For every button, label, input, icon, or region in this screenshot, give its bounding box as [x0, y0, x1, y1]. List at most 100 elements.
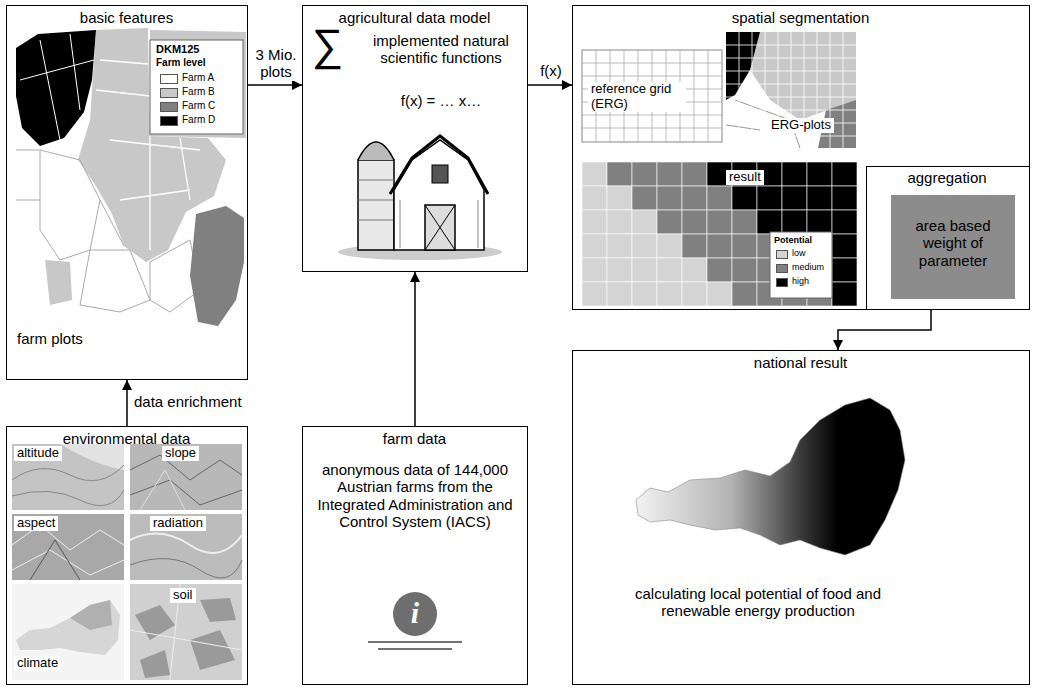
result-map: [657, 186, 682, 210]
flow-arrow: [528, 84, 572, 86]
result-map: [632, 258, 657, 282]
result-map: [582, 162, 857, 306]
result-map: [757, 186, 782, 210]
farm-plot-map: [190, 206, 244, 326]
result-map: [582, 186, 607, 210]
environment-tiles: [12, 444, 124, 510]
barn-illustration: [394, 140, 484, 250]
environment-tiles: [12, 584, 124, 680]
tile-label: slope: [162, 446, 199, 461]
box-body: area based weight of parameter: [903, 217, 1003, 269]
result-map: [707, 210, 732, 234]
result-map: [707, 234, 732, 258]
result-map: [632, 186, 657, 210]
result-map: [832, 258, 857, 282]
environment-tiles: [130, 455, 242, 505]
environment-tiles: [16, 600, 120, 655]
legend-swatch: [160, 88, 178, 98]
result-map: [632, 162, 657, 186]
result-map: [832, 162, 857, 186]
tile-label: soil: [170, 588, 196, 603]
environment-tiles: [30, 540, 80, 580]
result-map: [707, 282, 732, 306]
result-map: [707, 258, 732, 282]
legend-text: Farm A: [182, 72, 214, 84]
box-body: anonymous data of 144,000 Austrian farms…: [311, 461, 519, 530]
result-map: [607, 186, 632, 210]
result-map: [782, 186, 807, 210]
result-map: [782, 162, 807, 186]
map-label: ERG-plots: [768, 118, 834, 133]
info-letter: i: [403, 596, 427, 631]
result-map: [632, 234, 657, 258]
result-map: [682, 162, 707, 186]
result-map: [632, 282, 657, 306]
austria-map: [636, 398, 905, 555]
environment-tiles: [140, 470, 185, 510]
result-map: [832, 186, 857, 210]
environment-tiles: [135, 598, 236, 678]
legend-swatch: [776, 278, 788, 287]
weight-box: area based weight of parameter: [891, 195, 1015, 299]
erg-plot-map: [726, 97, 856, 98]
info-icon: [393, 592, 437, 636]
result-map: [582, 234, 607, 258]
flow-arrow: [126, 380, 128, 426]
tile-label: aspect: [14, 516, 58, 531]
austria-map: [636, 398, 905, 555]
erg-plot-map: [726, 32, 856, 148]
result-map: [832, 234, 857, 258]
result-map: [682, 234, 707, 258]
box-heading: national result: [573, 354, 1028, 371]
environment-tiles: [130, 534, 242, 553]
environment-tiles: [12, 444, 242, 680]
legend-title: DKM125: [156, 43, 199, 56]
box-heading: farm data: [303, 430, 526, 447]
reference-grid-map: [582, 76, 722, 77]
flow-arrow: [414, 272, 416, 426]
erg-plot-map: [726, 32, 760, 100]
box-body: implemented natural scientific functions: [366, 32, 516, 67]
info-icon: [368, 592, 462, 649]
reference-grid-map: [582, 50, 722, 142]
formula-text: f(x) = … x…: [366, 92, 516, 109]
farm-plot-map: [16, 28, 246, 326]
environment-tiles: [60, 444, 124, 470]
erg-plot-map: [726, 84, 856, 85]
legend-swatch: [160, 102, 178, 112]
barn-illustration: [358, 180, 394, 220]
environment-tiles: [12, 525, 124, 575]
result-map: [607, 234, 632, 258]
reference-grid-map: [582, 50, 722, 142]
environment-tiles: [12, 514, 124, 580]
farm-plot-map: [45, 260, 72, 305]
erg-plot-map: [726, 136, 856, 137]
result-map: [607, 210, 632, 234]
aggregation-box: aggregationarea based weight of paramete…: [866, 166, 1030, 310]
legend-swatch: [160, 116, 178, 126]
reference-grid-map: [582, 50, 722, 142]
result-map: [732, 210, 757, 234]
feature-box: basic features: [6, 5, 248, 380]
legend-swatch: [160, 74, 178, 84]
environment-tiles: [130, 559, 242, 578]
map-label: reference grid (ERG): [588, 82, 686, 112]
barn-illustration: [425, 205, 455, 250]
reference-grid-map: [582, 115, 722, 116]
box-heading: environmental data: [7, 430, 246, 447]
environment-tiles: [70, 600, 112, 630]
result-map: [582, 210, 607, 234]
legend-swatch: [776, 264, 788, 273]
environment-tiles: [130, 584, 242, 680]
result-map: [657, 234, 682, 258]
barn-illustration: [432, 165, 448, 183]
result-map: [682, 210, 707, 234]
farm-plot-map: [150, 40, 243, 134]
farm-plot-map: [20, 34, 94, 140]
legend-text: high: [792, 276, 809, 286]
result-map: [632, 210, 657, 234]
legend-swatch: [776, 250, 788, 259]
erg-plot-map: [726, 71, 856, 72]
